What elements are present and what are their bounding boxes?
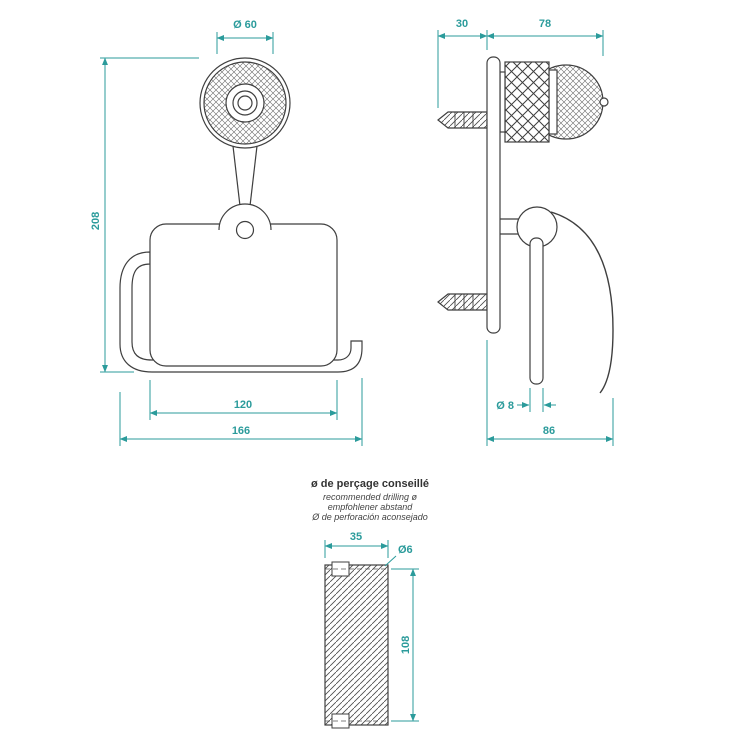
drilling-note-title: ø de perçage conseillé: [311, 478, 429, 490]
support-arm: [232, 145, 258, 207]
dim-front-total-width-label: 166: [232, 425, 250, 437]
front-view-dimensions: [100, 32, 363, 446]
pivot-bracket: [218, 203, 272, 240]
cover-plate: [149, 223, 338, 367]
drilling-note-en: recommended drilling ø: [323, 492, 418, 502]
dim-template-hole-diameter-label: Ø6: [398, 544, 413, 556]
dim-side-rod-diameter-label: Ø 8: [496, 400, 514, 412]
drilling-template-dimensions: [324, 540, 419, 722]
dim-side-total-depth-label: 78: [539, 18, 551, 30]
dim-template-width-label: 35: [350, 531, 362, 543]
dim-template-hole-spacing-label: 108: [400, 636, 412, 654]
dim-front-diameter-label: Ø 60: [233, 19, 257, 31]
wall-plate: [486, 56, 501, 334]
drilling-note-es: Ø de perforación aconsejado: [311, 512, 428, 522]
side-view: [437, 56, 614, 394]
decorative-knob: [499, 61, 609, 143]
drilling-note: ø de perçage conseillé recommended drill…: [311, 478, 429, 522]
side-view-dimension-labels: 30 78 Ø 8 86: [456, 18, 555, 437]
front-view: [119, 57, 363, 373]
dim-side-width-label: 86: [543, 425, 555, 437]
dim-side-plug-depth-label: 30: [456, 18, 468, 30]
template-body: [324, 564, 389, 726]
drilling-note-de: empfohlener abstand: [328, 502, 414, 512]
drilling-template: [324, 561, 389, 729]
side-pivot: [500, 206, 558, 248]
drilling-template-dimension-labels: 35 Ø6 108: [350, 531, 413, 654]
roll-holder-rod: [119, 251, 363, 373]
dim-front-cover-width-label: 120: [234, 399, 252, 411]
side-view-dimensions: [437, 30, 614, 446]
side-rod: [529, 237, 544, 385]
front-view-dimension-labels: Ø 60 208 120 166: [90, 19, 257, 437]
rosette-mount: [199, 57, 291, 149]
dim-front-height-label: 208: [90, 212, 102, 230]
guard-wire: [550, 211, 614, 394]
wall-anchor-top: [437, 111, 488, 129]
wall-anchor-bottom: [437, 293, 488, 311]
